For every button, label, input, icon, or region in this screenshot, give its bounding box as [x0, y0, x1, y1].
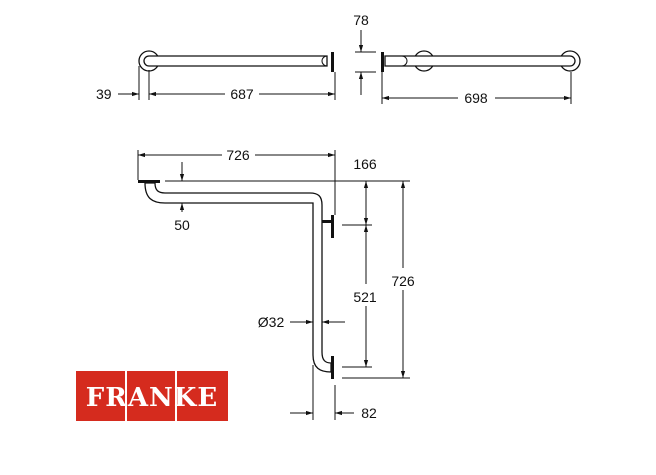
dimension-diameter: Ø32 — [258, 314, 345, 330]
dim-label-687: 687 — [230, 86, 254, 102]
dim-label-726-width: 726 — [226, 147, 250, 163]
logo-text: FRANKE — [86, 383, 218, 413]
dim-label-39: 39 — [96, 86, 112, 102]
dim-label-diameter: Ø32 — [258, 314, 285, 330]
dimension-521: 521 — [342, 225, 377, 368]
dimension-726-width: 726 — [137, 147, 336, 215]
dimension-166: 166 — [342, 156, 377, 226]
front-view-corner-bar — [138, 180, 334, 379]
top-view-right-bar — [381, 50, 581, 72]
top-view-left-bar — [138, 50, 334, 72]
dim-label-726-height: 726 — [391, 273, 415, 289]
dimension-687: 687 — [149, 72, 336, 102]
dimension-78: 78 — [353, 12, 376, 95]
dim-label-50: 50 — [174, 217, 190, 233]
dim-label-698: 698 — [464, 90, 488, 106]
dimension-726-height: 726 — [342, 181, 415, 379]
dim-label-521: 521 — [353, 289, 377, 305]
franke-logo: FRANKE — [76, 371, 228, 421]
dimension-82: 82 — [290, 365, 377, 421]
dim-label-82: 82 — [361, 405, 377, 421]
dimension-698: 698 — [381, 72, 572, 106]
dim-label-166: 166 — [353, 156, 377, 172]
dimension-50: 50 — [165, 162, 410, 233]
dim-label-78: 78 — [353, 12, 369, 28]
dimension-39: 39 — [96, 66, 150, 102]
